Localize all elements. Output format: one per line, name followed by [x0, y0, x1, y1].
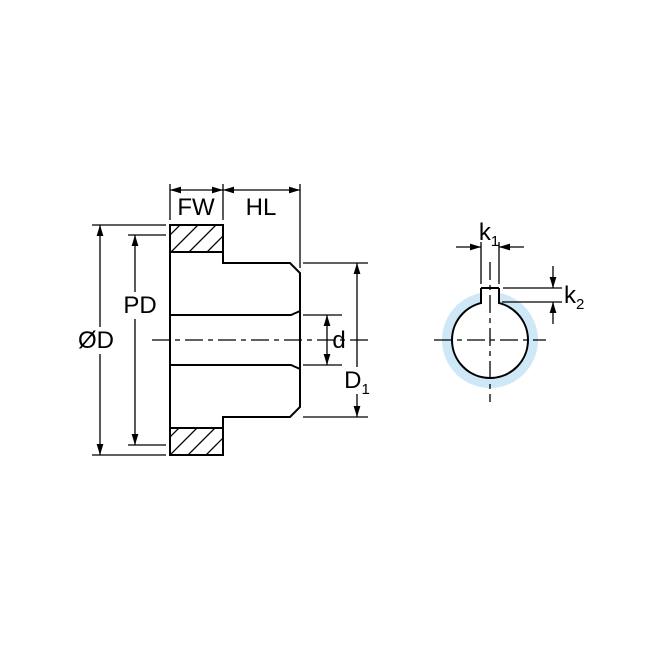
d1-label-main: D — [344, 367, 361, 394]
k1-label-main: k — [479, 219, 492, 246]
k2-label-sub: 2 — [576, 296, 584, 313]
hatch-line — [206, 235, 223, 252]
k2-dimension: k2 — [502, 266, 584, 324]
hatch-line — [170, 225, 199, 252]
label-background — [74, 327, 118, 354]
k2-label: k2 — [564, 282, 584, 313]
dimensions: FW HL ØD PD d — [74, 184, 374, 456]
bore-label: d — [332, 327, 345, 354]
tooth-outline — [169, 224, 224, 253]
hl-label: HL — [246, 194, 277, 221]
hatch-line — [170, 428, 198, 455]
d1-label-sub: 1 — [362, 381, 370, 398]
bore-top-edge — [170, 310, 301, 316]
fw-label: FW — [177, 194, 215, 221]
tooth-outline — [169, 427, 224, 456]
hatch-line — [187, 428, 216, 455]
hatch-line — [205, 437, 223, 455]
tooth-section-bottom — [169, 427, 224, 456]
hatch-line — [170, 428, 180, 438]
od-label: ØD — [78, 327, 114, 354]
label-background — [118, 292, 162, 319]
k2-label-main: k — [564, 282, 577, 309]
d1-label: D1 — [344, 367, 370, 398]
k1-dimension: k1 — [456, 219, 524, 284]
k1-label: k1 — [479, 219, 499, 250]
gear-cross-section-view: FW HL ØD PD d — [74, 184, 374, 456]
tooth-section-top — [169, 224, 224, 253]
hatch-line — [188, 225, 217, 252]
k1-label-sub: 1 — [491, 233, 499, 250]
label-background — [340, 367, 374, 394]
pd-label: PD — [123, 292, 156, 319]
bore-bottom-edge — [170, 364, 301, 370]
bore-keyway-view: k1 k2 — [434, 219, 584, 402]
hatch-line — [170, 225, 181, 236]
